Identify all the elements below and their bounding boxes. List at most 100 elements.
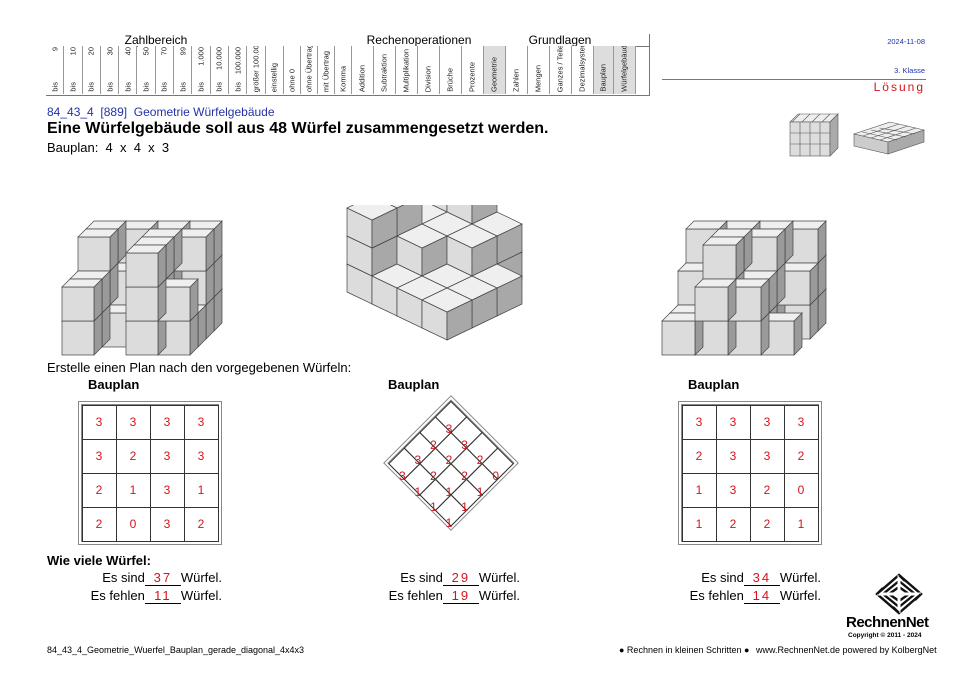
header-column-top-label: 10.000 <box>214 47 224 70</box>
plan-cell-value: 3 <box>729 449 737 463</box>
plan-cell-value: 2 <box>461 469 468 483</box>
plan-cell-value: 0 <box>492 469 499 483</box>
plan-cell-value: 3 <box>95 415 103 429</box>
plan-cell-value: 3 <box>763 449 771 463</box>
header-column-label: einstellig <box>269 62 279 92</box>
es-fehlen-label: Es fehlen <box>388 588 443 603</box>
cube <box>446 223 498 277</box>
question: Wie viele Würfel: <box>47 553 151 568</box>
task-meta: 84_43_4 [889] Geometrie Würfelgebäude <box>47 105 275 119</box>
header-column: ohne 0 <box>283 46 301 94</box>
cube-building-1 <box>61 220 223 356</box>
thumb-right-cube <box>852 121 926 155</box>
header-column: Brüche <box>439 46 462 94</box>
header-column: ohne Übertrag <box>300 46 318 94</box>
header-column-top-label: 100.000 <box>233 47 243 75</box>
header-column-label: größer 100.000 <box>251 46 261 92</box>
plan-cell-value: 1 <box>695 483 703 497</box>
header-column: Mengen <box>527 46 550 94</box>
header-column-top-label: 1.000 <box>196 47 206 66</box>
wuerfel-label: Würfel. <box>180 570 222 585</box>
header-column-label: bis <box>68 82 78 92</box>
plan-cell-value: 3 <box>197 415 205 429</box>
header-column-top-label: 10 <box>68 47 78 56</box>
header-column-label: Addition <box>357 64 367 92</box>
header-column-label: bis <box>214 82 224 92</box>
footer-site: www.RechnenNet.de powered by KolbergNet <box>756 645 937 655</box>
header-column-label: Ganzes / Teile <box>555 46 565 92</box>
plan-cell-value: 3 <box>163 517 171 531</box>
footer-file: 84_43_4_Geometrie_Wuerfel_Bauplan_gerade… <box>47 645 305 655</box>
header-column-top-label: 99 <box>178 47 188 56</box>
header-column-label: bis <box>159 82 169 92</box>
header-column-label: Zahlen <box>511 69 521 92</box>
cube-building-2 <box>346 205 523 341</box>
plan-cell-value: 3 <box>129 415 137 429</box>
plan-cell-value: 2 <box>129 449 137 463</box>
plan-cell-value: 2 <box>729 517 737 531</box>
cube <box>661 312 704 356</box>
plan-cell-value: 2 <box>430 437 437 452</box>
header-column-label: bis <box>233 82 243 92</box>
header-column-label: Mengen <box>533 64 543 92</box>
plan-cell <box>184 507 219 542</box>
plan-cell-value: 3 <box>398 469 406 483</box>
date: 2024-11-08 <box>887 37 925 46</box>
es-fehlen-label: Es fehlen <box>689 588 744 603</box>
cube <box>694 278 737 322</box>
header-rechenoperationen: Rechenoperationen <box>366 33 472 47</box>
plan-cell-value: 2 <box>95 517 103 531</box>
header-column: mit Übertrag <box>317 46 335 94</box>
task-num: [889] <box>100 105 128 119</box>
header-column-label: Komma <box>338 66 348 92</box>
header-column: Addition <box>351 46 374 94</box>
header-column-label: Bauplan <box>598 64 608 92</box>
header-column: Subtraktion <box>373 46 396 94</box>
wuerfel-label: Würfel. <box>478 570 520 585</box>
plan-cell-value: 1 <box>197 483 205 497</box>
plan-cell-value: 1 <box>461 500 468 515</box>
plan-cell-value: 3 <box>163 415 171 429</box>
header-table: Zahlbereich Rechenoperationen Grundlagen… <box>46 33 650 96</box>
header-column-label: ohne 0 <box>287 69 297 92</box>
thumbnail-cubes <box>789 113 926 157</box>
cube <box>702 236 745 280</box>
header-column-label: bis <box>123 82 133 92</box>
cube <box>77 228 119 272</box>
instruction: Erstelle einen Plan nach den vorgegebene… <box>47 360 352 375</box>
header-column: bis 10.000 <box>210 46 229 94</box>
header-column-label: Multiplikation <box>401 48 411 92</box>
header-column-label: bis <box>105 82 115 92</box>
brand-name: RechnenNet <box>846 614 929 631</box>
header-column-top-label: 20 <box>86 47 96 56</box>
plan-cell-value: 3 <box>95 449 103 463</box>
plan-label-3: Bauplan <box>688 377 740 392</box>
plan-cell-value: 1 <box>695 517 703 531</box>
header-column-label: Würfelgebäude <box>619 46 629 92</box>
task-topic: Geometrie Würfelgebäude <box>133 105 275 119</box>
plan-cell-value: 2 <box>95 483 103 497</box>
cube <box>421 287 473 341</box>
plan-cell-value: 2 <box>430 469 437 483</box>
header-column: größer 100.000 <box>247 46 266 94</box>
header-column: bis 100.000 <box>229 46 248 94</box>
header-column-label: Brüche <box>445 68 455 92</box>
header-column: bis 1.000 <box>192 46 211 94</box>
es-sind-label: Es sind <box>102 570 145 585</box>
header-column: Ganzes / Teile <box>549 46 572 94</box>
plan-cell-value: 0 <box>129 517 137 531</box>
header-column-label: Dezimalsystem <box>577 46 587 92</box>
plan-cell-value: 1 <box>445 515 453 530</box>
header-column: Würfelgebäude <box>613 46 636 94</box>
plan-cell-value: 3 <box>163 483 171 497</box>
header-column-label: bis <box>196 82 206 92</box>
